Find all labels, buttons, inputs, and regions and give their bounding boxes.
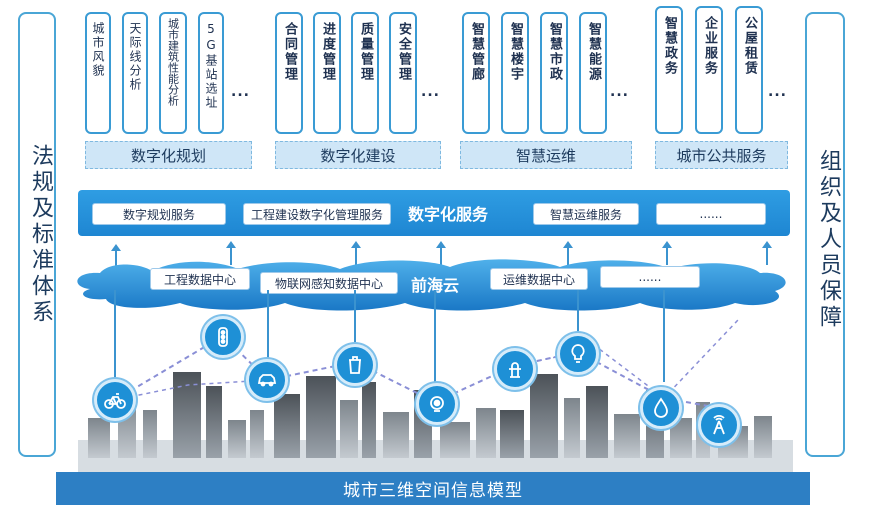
signal-tower-icon[interactable]	[698, 404, 740, 446]
category-digital-construction[interactable]: 数字化建设	[275, 141, 441, 169]
item-safety-management[interactable]: 安全管理	[389, 12, 417, 134]
more-indicator: ...	[231, 84, 250, 100]
item-enterprise-service[interactable]: 企业服务	[695, 6, 723, 134]
item-smart-building[interactable]: 智慧楼宇	[501, 12, 529, 134]
category-label: 数字化建设	[320, 146, 396, 165]
operations-data-center[interactable]: 运维数据中心	[490, 268, 588, 290]
service-more[interactable]: ......	[656, 203, 766, 225]
more-indicator: ...	[421, 84, 440, 100]
service-digital-planning[interactable]: 数字规划服务	[92, 203, 226, 225]
item-label: 城市风貌	[91, 22, 105, 78]
item-label: 智慧市政	[547, 22, 562, 82]
fire-hydrant-icon[interactable]	[494, 348, 536, 390]
traffic-light-icon[interactable]	[202, 316, 244, 358]
item-label: 智慧政务	[662, 16, 677, 76]
service-bar-title: 数字化服务	[408, 205, 489, 224]
service-construction-management[interactable]: 工程建设数字化管理服务	[243, 203, 391, 225]
item-label: 天际线分析	[128, 22, 142, 92]
right-side-panel: 组织及人员保障	[805, 12, 845, 457]
item-public-housing-rental[interactable]: 公屋租赁	[735, 6, 763, 134]
network-dashed-line	[513, 319, 739, 400]
up-arrow	[563, 241, 573, 265]
car-icon[interactable]	[246, 359, 288, 401]
item-quality-management[interactable]: 质量管理	[351, 12, 379, 134]
item-city-style[interactable]: 城市风貌	[85, 12, 111, 134]
item-label: 合同管理	[282, 22, 297, 82]
category-label: 数字化规划	[130, 146, 206, 165]
item-label: 智慧能源	[586, 22, 601, 82]
up-arrow	[662, 241, 672, 265]
item-5g-siting[interactable]: 5G基站选址	[198, 12, 224, 134]
item-smart-government[interactable]: 智慧政务	[655, 6, 683, 134]
item-contract-management[interactable]: 合同管理	[275, 12, 303, 134]
service-smart-operations[interactable]: 智慧运维服务	[533, 203, 639, 225]
category-public-services[interactable]: 城市公共服务	[655, 141, 788, 169]
item-smart-pipe-gallery[interactable]: 智慧管廊	[462, 12, 490, 134]
more-indicator: ...	[768, 84, 787, 100]
category-label: 智慧运维	[515, 146, 576, 165]
digital-service-bar: 数字规划服务 工程建设数字化管理服务 数字化服务 智慧运维服务 ......	[78, 190, 790, 236]
item-building-performance[interactable]: 城市建筑性能分析	[159, 12, 187, 134]
item-schedule-management[interactable]: 进度管理	[313, 12, 341, 134]
base-label: 城市三维空间信息模型	[343, 481, 523, 501]
item-label: 5G基站选址	[204, 22, 218, 110]
item-smart-energy[interactable]: 智慧能源	[579, 12, 607, 134]
cloud-title: 前海云	[411, 276, 460, 295]
network-dashed-line	[114, 379, 269, 401]
water-drop-icon[interactable]	[640, 387, 682, 429]
category-smart-operations[interactable]: 智慧运维	[460, 141, 632, 169]
item-label: 智慧楼宇	[508, 22, 523, 82]
left-side-panel: 法规及标准体系	[18, 12, 56, 457]
category-digital-planning[interactable]: 数字化规划	[85, 141, 252, 169]
up-arrow	[351, 241, 361, 265]
city-illustration	[78, 290, 793, 472]
right-panel-label: 组织及人员保障	[816, 149, 841, 331]
item-label: 进度管理	[320, 22, 335, 82]
up-arrow	[436, 241, 446, 265]
more-indicator: ...	[610, 84, 629, 100]
item-label: 智慧管廊	[469, 22, 484, 82]
engineering-data-center[interactable]: 工程数据中心	[150, 268, 250, 290]
city-3d-model-bar: 城市三维空间信息模型	[56, 472, 810, 505]
bicycle-icon[interactable]	[94, 379, 136, 421]
item-label: 质量管理	[358, 22, 373, 82]
cloud-more[interactable]: ......	[600, 266, 700, 288]
lightbulb-icon[interactable]	[557, 333, 599, 375]
up-arrow	[111, 244, 121, 266]
trash-bin-icon[interactable]	[334, 344, 376, 386]
iot-data-center[interactable]: 物联网感知数据中心	[260, 272, 398, 294]
category-label: 城市公共服务	[676, 146, 767, 165]
camera-icon[interactable]	[416, 383, 458, 425]
up-arrow	[762, 241, 772, 265]
item-label: 企业服务	[702, 16, 717, 76]
connector-lines	[114, 290, 665, 382]
item-label: 安全管理	[396, 22, 411, 82]
up-arrow	[226, 241, 236, 265]
left-panel-label: 法规及标准体系	[28, 144, 53, 326]
item-smart-municipal[interactable]: 智慧市政	[540, 12, 568, 134]
item-label: 公屋租赁	[742, 16, 757, 76]
item-label: 城市建筑性能分析	[166, 18, 180, 106]
item-skyline-analysis[interactable]: 天际线分析	[122, 12, 148, 134]
